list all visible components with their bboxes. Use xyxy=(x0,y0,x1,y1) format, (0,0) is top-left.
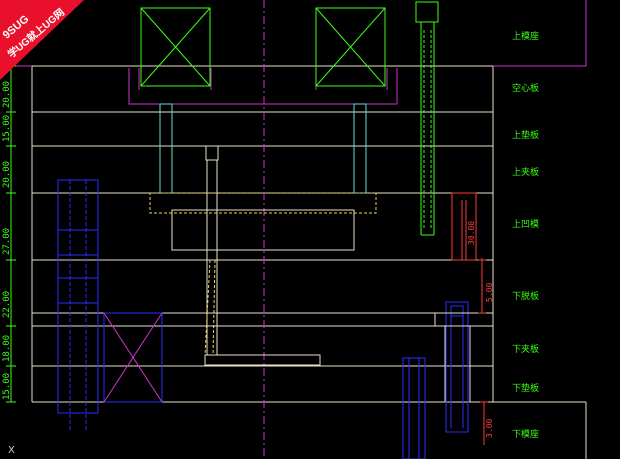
plate-label-6: 下脱板 xyxy=(512,290,539,302)
right-cutouts xyxy=(434,312,494,402)
dim-left-5: 22.00 xyxy=(2,291,12,318)
dim-left-4: 27.00 xyxy=(2,228,12,255)
plate-label-7: 下夹板 xyxy=(512,343,539,355)
plate-label-2: 空心板 xyxy=(512,82,539,94)
dim-left-3: 20.00 xyxy=(2,161,12,188)
long-bolt xyxy=(415,1,439,236)
logo: 9SUG 学UG就上UG网 xyxy=(0,0,84,80)
dim-left-6: 18.00 xyxy=(2,335,12,362)
axis-icon: X xyxy=(8,445,15,456)
dim-right-2: 5.00 xyxy=(485,283,494,302)
plate-outlines xyxy=(31,65,587,459)
plate-label-5: 上凹模 xyxy=(512,219,539,230)
plate-label-1: 上模座 xyxy=(512,30,539,42)
plate-label-8: 下垫板 xyxy=(512,382,539,394)
right-dimension-marks xyxy=(451,192,488,445)
dim-left-7: 15.00 xyxy=(2,373,12,400)
dim-left-1: 20.00 xyxy=(2,81,12,108)
cross-mark xyxy=(103,312,163,403)
top-guide-blocks xyxy=(140,7,386,87)
plate-label-4: 上夹板 xyxy=(512,166,539,178)
dim-right-1: 30.00 xyxy=(467,221,476,245)
stripper-dashed xyxy=(149,192,377,356)
punch-body xyxy=(171,145,355,366)
dim-right-3: 3.00 xyxy=(485,419,494,438)
plate-label-3: 上垫板 xyxy=(512,129,539,141)
guide-post-left xyxy=(57,179,163,430)
bottom-bolts xyxy=(402,301,469,459)
left-dimension-chain xyxy=(6,60,16,403)
plate-label-9: 下模座 xyxy=(512,428,539,440)
dim-left-2: 15.00 xyxy=(2,115,12,142)
punch-holders xyxy=(159,103,367,194)
